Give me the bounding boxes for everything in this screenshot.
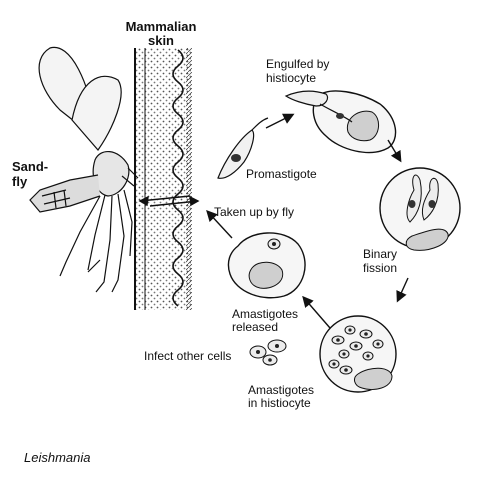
arrow-to-infected-histiocyte <box>302 295 331 329</box>
engulfed-label-line1: Engulfed by <box>266 57 330 71</box>
sandfly-label-line1: Sand- <box>12 159 49 174</box>
amastigotes-in-histiocyte-icon <box>319 315 397 393</box>
amastigotes-released-label-line2: released <box>232 320 279 334</box>
binary-fission-label-line1: Binary <box>362 247 397 261</box>
infected-histiocyte-icon <box>227 232 306 299</box>
skin-layer <box>134 48 192 310</box>
engulfed-label-line2: histiocyte <box>266 71 317 85</box>
engulfing-histiocyte-icon <box>284 90 397 154</box>
infect-other-cells-label: Infect other cells <box>144 349 232 363</box>
arrow-to-fly <box>206 209 233 239</box>
sandfly-icon <box>29 46 139 293</box>
taken-up-label: Taken up by fly <box>214 205 295 219</box>
skin-label-line1: Mammalian <box>125 19 197 34</box>
amastigotes-in-histiocyte-label-line2: in histiocyte <box>248 396 311 410</box>
released-amastigotes-icon <box>249 339 287 366</box>
binary-fission-histiocyte-icon <box>379 167 461 251</box>
promastigote-icon <box>217 117 269 179</box>
amastigotes-in-histiocyte-label-line1: Amastigotes <box>248 383 315 397</box>
transmission-arrows <box>138 195 200 207</box>
amastigotes-released-label-line1: Amastigotes <box>232 307 299 321</box>
promastigote-label: Promastigote <box>246 167 317 181</box>
arrow-to-binary-fission <box>387 139 402 163</box>
arrow-to-histiocyte <box>265 113 295 129</box>
arrow-to-amastigotes-in-histiocyte <box>396 277 409 303</box>
skin-label-line2: skin <box>147 33 174 48</box>
binary-fission-label-line2: fission <box>362 261 397 275</box>
organism-name-label: Leishmania <box>24 450 91 465</box>
sandfly-label-line2: fly <box>12 174 28 189</box>
